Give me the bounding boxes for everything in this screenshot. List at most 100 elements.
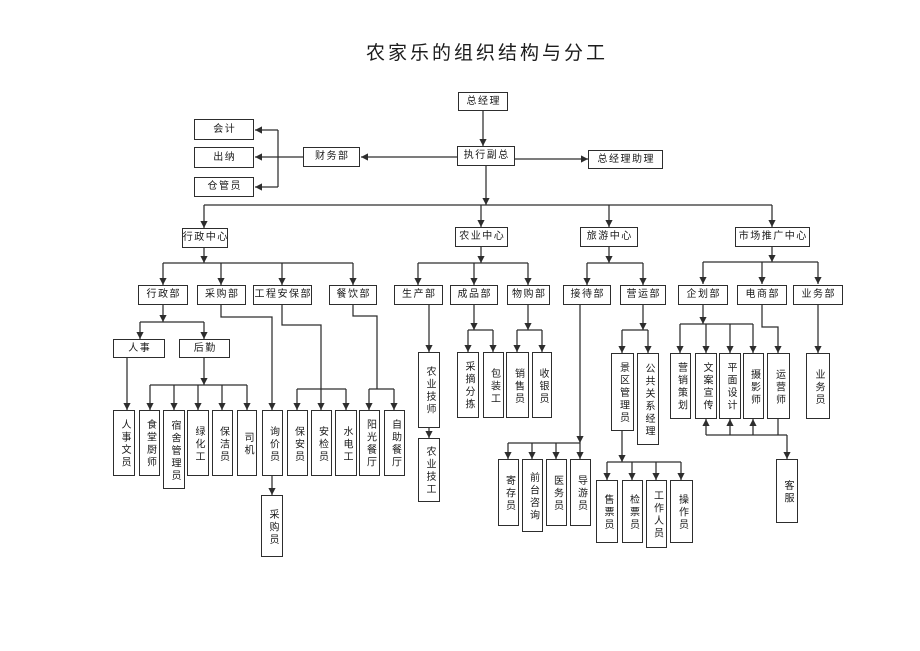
arrowhead-down bbox=[349, 278, 357, 285]
arrowhead-down bbox=[123, 403, 131, 410]
node-picking-sorting: 采摘分拣 bbox=[457, 352, 479, 418]
arrowhead-down bbox=[726, 346, 734, 353]
node-finance-dept: 财务部 bbox=[303, 147, 360, 167]
node-catering-dept: 餐饮部 bbox=[329, 285, 377, 305]
arrowhead-down bbox=[576, 452, 584, 459]
node-operator: 操作员 bbox=[670, 480, 693, 543]
arrowhead-down bbox=[652, 473, 660, 480]
arrowhead-down bbox=[200, 221, 208, 228]
node-salesperson: 销售员 bbox=[506, 352, 529, 418]
node-dorm-manager: 宿舍管理员 bbox=[163, 410, 185, 489]
arrowhead-up bbox=[749, 419, 757, 426]
node-finished-product-dept: 成品部 bbox=[450, 285, 498, 305]
arrowhead-down bbox=[644, 346, 652, 353]
arrowhead-down bbox=[576, 436, 584, 443]
arrowhead-down bbox=[217, 278, 225, 285]
arrowhead-down bbox=[768, 255, 776, 262]
arrowhead-down bbox=[702, 346, 710, 353]
node-cashier-clerk: 收银员 bbox=[532, 352, 552, 418]
arrowhead-up bbox=[702, 419, 710, 426]
node-staff-member: 工作人员 bbox=[646, 480, 667, 548]
node-buffet-restaurant: 自助餐厅 bbox=[384, 410, 405, 476]
arrowhead-down bbox=[200, 256, 208, 263]
node-canteen-chef: 食堂厨师 bbox=[139, 410, 160, 476]
node-photographer: 摄影师 bbox=[743, 353, 764, 419]
arrowhead-down bbox=[513, 345, 521, 352]
node-agri-worker: 农业技工 bbox=[418, 438, 440, 502]
arrowhead-down bbox=[146, 403, 154, 410]
arrowhead-down bbox=[425, 431, 433, 438]
arrowhead-down bbox=[479, 139, 487, 146]
arrowhead-down bbox=[342, 403, 350, 410]
node-marketing-center: 市场推广中心 bbox=[735, 227, 810, 247]
arrowhead-down bbox=[464, 345, 472, 352]
arrowhead-down bbox=[425, 345, 433, 352]
node-purchaser: 采购员 bbox=[261, 495, 283, 557]
arrowhead-down bbox=[605, 256, 613, 263]
arrowhead-down bbox=[218, 403, 226, 410]
arrowhead-down bbox=[470, 278, 478, 285]
node-cleaner: 保洁员 bbox=[212, 410, 233, 476]
node-admin-center: 行政中心 bbox=[182, 228, 228, 248]
node-pr-manager: 公共关系经理 bbox=[637, 353, 659, 445]
arrowhead-down bbox=[676, 346, 684, 353]
node-ticket-checker: 检票员 bbox=[622, 480, 643, 543]
arrowhead-left bbox=[255, 183, 262, 191]
node-sunshine-restaurant: 阳光餐厅 bbox=[359, 410, 380, 476]
node-purchasing-dept: 采购部 bbox=[197, 285, 246, 305]
arrowhead-up bbox=[726, 419, 734, 426]
node-price-inquiry-clerk: 询价员 bbox=[262, 410, 283, 476]
node-marketing-planning: 营销策划 bbox=[670, 353, 691, 419]
arrowhead-down bbox=[528, 452, 536, 459]
connector-line bbox=[352, 305, 378, 389]
node-warehouse-keeper: 仓管员 bbox=[194, 177, 254, 197]
node-salesman: 业务员 bbox=[806, 353, 830, 419]
arrowhead-down bbox=[699, 317, 707, 324]
arrowhead-down bbox=[489, 345, 497, 352]
arrowhead-down bbox=[317, 403, 325, 410]
arrowhead-down bbox=[390, 403, 398, 410]
arrowhead-down bbox=[268, 488, 276, 495]
node-cashier: 出纳 bbox=[194, 147, 254, 168]
arrowhead-down bbox=[470, 323, 478, 330]
node-scenic-area-manager: 景区管理员 bbox=[611, 353, 634, 431]
arrowhead-down bbox=[639, 323, 647, 330]
arrowhead-left bbox=[361, 153, 368, 161]
node-production-dept: 生产部 bbox=[394, 285, 443, 305]
node-customer-service: 客服 bbox=[776, 459, 798, 523]
arrowhead-down bbox=[758, 277, 766, 284]
arrowhead-down bbox=[243, 403, 251, 410]
node-general-manager: 总经理 bbox=[458, 92, 508, 111]
arrowhead-down bbox=[365, 403, 373, 410]
arrowhead-down bbox=[524, 278, 532, 285]
arrowhead-down bbox=[749, 346, 757, 353]
arrowhead-down bbox=[200, 378, 208, 385]
node-reception-dept: 接待部 bbox=[563, 285, 611, 305]
arrowhead-down bbox=[605, 220, 613, 227]
arrowhead-left bbox=[255, 153, 262, 161]
arrowhead-down bbox=[639, 278, 647, 285]
node-operations-dept: 营运部 bbox=[620, 285, 666, 305]
node-agri-technician: 农业技师 bbox=[418, 352, 440, 428]
node-operations-specialist: 运营师 bbox=[767, 353, 790, 419]
connector-line bbox=[281, 305, 322, 389]
node-front-desk-consult: 前台咨询 bbox=[522, 459, 543, 532]
node-plumber-electrician: 水电工 bbox=[335, 410, 357, 476]
node-ticket-seller: 售票员 bbox=[596, 480, 618, 543]
node-greening-worker: 绿化工 bbox=[187, 410, 209, 476]
node-agriculture-center: 农业中心 bbox=[455, 227, 508, 247]
arrowhead-right bbox=[581, 155, 588, 163]
arrowhead-down bbox=[170, 403, 178, 410]
arrowhead-down bbox=[278, 278, 286, 285]
arrowhead-down bbox=[194, 403, 202, 410]
node-hr: 人事 bbox=[113, 339, 165, 358]
node-security-guard: 保安员 bbox=[287, 410, 308, 476]
arrowhead-down bbox=[603, 473, 611, 480]
arrowhead-down bbox=[677, 473, 685, 480]
arrowhead-down bbox=[159, 278, 167, 285]
connector-line bbox=[220, 305, 273, 410]
arrowhead-down bbox=[477, 220, 485, 227]
arrowhead-down bbox=[293, 403, 301, 410]
